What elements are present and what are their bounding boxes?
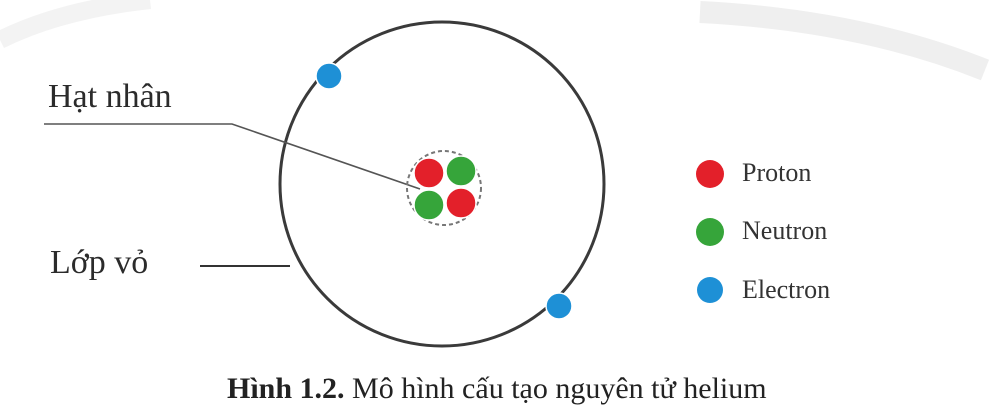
electron-particle <box>545 292 573 320</box>
legend-label-electron: Electron <box>742 275 831 304</box>
proton-particle <box>445 187 477 219</box>
nucleus-boundary <box>406 150 482 226</box>
figure-number: Hình 1.2. <box>227 372 345 405</box>
shell-label: Lớp vỏ <box>50 244 149 281</box>
nucleus-label: Hạt nhân <box>48 78 172 115</box>
background-swoosh-left <box>0 0 151 49</box>
neutron-particle <box>445 155 477 187</box>
neutron-particle <box>413 189 445 221</box>
electron-particle <box>315 62 343 90</box>
proton-legend-icon <box>696 160 724 188</box>
legend-label-proton: Proton <box>742 158 812 187</box>
figure-caption: Hình 1.2. Mô hình cấu tạo nguyên tử heli… <box>227 372 767 406</box>
electron-legend-icon <box>697 277 723 303</box>
background-swoosh <box>699 1 990 81</box>
neutron-legend-icon <box>696 218 724 246</box>
proton-particle <box>413 157 445 189</box>
figure-caption-text: Mô hình cấu tạo nguyên tử helium <box>344 372 767 405</box>
nucleus-leader-line <box>44 123 421 190</box>
electron-shell-orbit <box>278 20 606 348</box>
legend-label-neutron: Neutron <box>742 216 828 245</box>
